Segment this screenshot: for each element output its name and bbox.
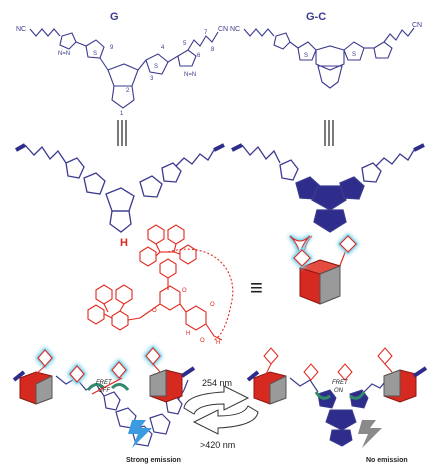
g-atom-3: 3 — [150, 76, 154, 82]
complex-left: FRET OFF Strong emission — [12, 345, 196, 464]
g-cartoon-chain-left — [24, 144, 67, 164]
reverse-label: >420 nm — [200, 440, 235, 450]
g-thiophene-left — [85, 39, 105, 59]
g-triazole-left-n: N=N — [58, 51, 70, 57]
g-cartoon-thio-left — [83, 172, 106, 195]
g-cartoon — [15, 143, 225, 233]
fret-off-line1: FRET — [96, 380, 113, 386]
svg-text:O: O — [152, 308, 157, 314]
gc-thiophene-right — [343, 41, 365, 61]
host-ethyl — [205, 323, 223, 341]
gc-alkyl-left — [243, 28, 275, 37]
g-cyclopentene — [107, 63, 139, 87]
g-cartoon-thio-right — [139, 175, 163, 198]
g-alkyl-right — [187, 31, 219, 51]
g-atom-2: 2 — [126, 88, 130, 94]
g-cyclopentane — [111, 85, 135, 109]
gc-thiophene-left — [297, 41, 317, 61]
svg-text:H: H — [216, 340, 220, 346]
g-atom-5: 5 — [183, 41, 187, 47]
g-cartoon-triazole-right — [161, 162, 182, 183]
g-triazole-right — [177, 49, 197, 67]
tpe-left-ring-1 — [95, 284, 113, 305]
gc-cartoon — [231, 143, 425, 233]
g-atom-8: 8 — [211, 47, 215, 53]
g-atom-4: 4 — [161, 45, 165, 51]
svg-text:O: O — [182, 288, 187, 294]
g-s-right: S — [154, 64, 158, 70]
tpe-top-ring-4 — [179, 244, 197, 265]
g-cartoon-core — [105, 187, 135, 212]
host-label: H — [120, 237, 128, 249]
gc-s-left: S — [304, 53, 308, 59]
g-bond-4 — [167, 55, 179, 63]
g-cartoon-chain-right — [175, 149, 215, 167]
g-cartoon-cp — [109, 210, 132, 233]
g-atom-7: 7 — [204, 30, 208, 36]
host-structure: H O O O O H H — [87, 224, 234, 346]
g-cartoon-end-left — [15, 143, 26, 152]
gc-benzene-core — [315, 45, 345, 71]
gc-alkyl-right — [383, 27, 415, 43]
g-bond-3 — [137, 59, 147, 71]
g-label: G — [110, 11, 119, 23]
g-thiophene-right — [145, 53, 169, 75]
emission-bolt-gray — [358, 420, 382, 448]
tpe-top-ring-1 — [147, 224, 165, 245]
g-triazole-right-n: N=N — [184, 72, 196, 78]
gc-structure: G-C NC S S CN — [230, 11, 422, 89]
g-alkyl-left — [29, 28, 61, 37]
g-cartoon-end-right — [213, 143, 225, 152]
g-structure: G NC N=N S 9 1 2 S 3 4 N=N 5 6 7 8 CN — [16, 11, 228, 117]
gc-triazole-left — [273, 32, 291, 50]
g-triazole-left — [59, 32, 77, 50]
svg-text:O: O — [210, 302, 215, 308]
gc-s-right: S — [352, 52, 356, 58]
forward-label: 254 nm — [202, 378, 232, 388]
tpe-top-linker-ring — [159, 258, 177, 279]
left-caption: Strong emission — [126, 457, 181, 464]
fret-off-line2: OFF — [98, 388, 110, 394]
g-equivalence — [117, 120, 127, 146]
tpe-left-ring-4 — [111, 310, 129, 331]
svg-text:H: H — [186, 331, 190, 337]
g-atom-9: 9 — [110, 45, 114, 51]
complex-right: FRET ON No emission — [246, 347, 428, 464]
g-nitrile-left: NC — [16, 26, 26, 33]
emission-bolt-blue — [128, 420, 152, 448]
g-cartoon-triazole-left — [65, 157, 85, 179]
switch-arrows: 254 nm >420 nm — [183, 378, 259, 450]
g-bond-1 — [75, 41, 87, 47]
forward-arrow — [183, 385, 250, 415]
fret-on-line1: FRET — [332, 380, 349, 386]
gc-bond-1 — [289, 41, 299, 49]
gc-cyclopentane — [317, 65, 343, 89]
tpe-top-ring-2 — [167, 224, 185, 245]
host-benzene-2 — [185, 305, 207, 331]
g-s-left: S — [93, 51, 97, 57]
right-caption: No emission — [366, 457, 408, 464]
fret-on-line2: ON — [334, 388, 344, 394]
g-nitrile-right: CN — [218, 26, 228, 33]
tpe-left-ring-3 — [87, 304, 105, 325]
gc-equivalence — [324, 120, 334, 146]
tpe-top-ring-3 — [139, 246, 157, 267]
g-atom-6: 6 — [197, 53, 201, 59]
gc-triazole-right — [373, 41, 393, 59]
gc-nitrile-right: CN — [412, 22, 422, 29]
svg-text:O: O — [200, 338, 205, 344]
g-atom-1: 1 — [120, 111, 124, 117]
reverse-arrow — [192, 405, 259, 435]
tpe-left-ring-2 — [115, 284, 133, 305]
host-cartoon — [288, 233, 359, 305]
host-equivalence: ≡ — [250, 275, 263, 300]
g-bond-2 — [99, 57, 109, 71]
host-macrocycle-dotted — [167, 248, 234, 341]
gc-nitrile-left: NC — [230, 26, 240, 33]
host-benzene-1 — [159, 285, 181, 311]
gc-label: G-C — [306, 11, 326, 23]
